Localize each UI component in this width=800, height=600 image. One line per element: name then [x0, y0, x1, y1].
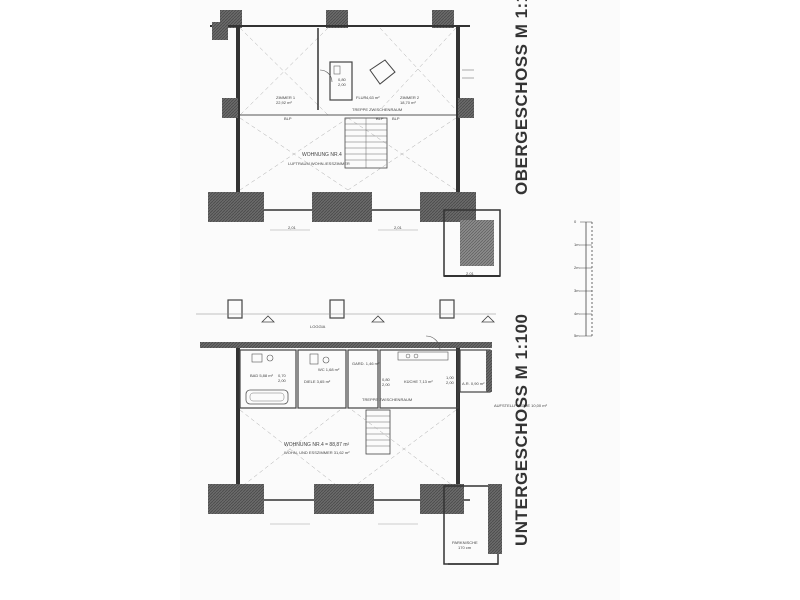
lower-bad-label: BAD 5,88 m² [250, 373, 273, 378]
lower-floor-plan [196, 299, 502, 565]
lower-dim-b: 2,00 [278, 378, 286, 383]
lower-wc-label: WC 1,68 m² [318, 367, 340, 372]
lower-floor-title: UNTERGESCHOSS M 1:100 [512, 313, 531, 547]
lower-diele-label: DIELE 3,65 m² [304, 379, 331, 384]
upper-chimney-mid [326, 10, 348, 28]
upper-chimney-right [432, 10, 454, 28]
scale-tick-3: 3m [574, 288, 580, 293]
lower-loggia-label: LOGGIA [310, 324, 326, 329]
lower-dim-e: 1,00 [446, 375, 454, 380]
upper-room1-area: 22,92 m² [276, 100, 292, 105]
scale-tick-1: 1m [574, 242, 580, 247]
upper-pier-3 [420, 192, 476, 222]
upper-floor-plan [208, 10, 501, 277]
lower-staircase [365, 409, 391, 455]
lower-dim-f: 2,00 [446, 380, 454, 385]
lower-parking-area: 170 cm [458, 545, 472, 550]
scale-tick-2: 2m [574, 265, 580, 270]
upper-floor-title: OBERGESCHOSS M 1:100 [512, 0, 531, 195]
upper-room2-area: 18,70 m² [400, 100, 416, 105]
lower-unit-label: WOHNUNG NR.4 = 88,87 m² [284, 442, 350, 448]
upper-flur-area: 4,63 m² [366, 95, 380, 100]
lower-stair-note: TREPPE ZWISCHENRAUM [362, 397, 413, 402]
upper-pier-1 [208, 192, 264, 222]
upper-stair-note: TREPPE ZWISCHENRAUM [352, 107, 403, 112]
upper-unit-label: WOHNUNG NR.4 [302, 152, 342, 158]
upper-bath-dim2: 2,00 [338, 82, 346, 87]
upper-unit-sub: LUFTRAUM WOHN-/ESSZIMMER [288, 161, 350, 166]
lower-ankl-label: GARD. 1,46 m² [352, 361, 380, 366]
lower-dim-a: 0,70 [278, 373, 286, 378]
lower-pier-1 [208, 484, 264, 514]
upper-dim-2: 2,01 [394, 225, 402, 230]
lower-dim-c: 0,80 [382, 377, 390, 382]
scale-tick-5: 5m [574, 333, 580, 338]
upper-staircase [344, 117, 388, 169]
lower-side-note: AUFSTELLFLÄCHE 10,00 m² [494, 403, 547, 408]
scale-bar [580, 221, 593, 337]
upper-flur-label: FLUR [356, 95, 367, 100]
upper-tag-1: BLP [284, 116, 292, 121]
scale-tick-0: 0 [574, 219, 577, 224]
lower-ab-label: A.R. 0,90 m² [462, 381, 485, 386]
lower-dim-d: 2,00 [382, 382, 390, 387]
lower-kueche-label: KÜCHE 7,13 m² [404, 379, 433, 384]
lower-parking-label: PARKNISCHE [452, 540, 478, 545]
upper-room1-label: ZIMMER 1 [276, 95, 296, 100]
upper-pier-2 [312, 192, 372, 222]
lower-pier-2 [314, 484, 374, 514]
upper-tag-3: BLP [376, 116, 384, 121]
upper-dim-3: 2,01 [466, 271, 474, 276]
lower-pier-3 [420, 484, 464, 514]
upper-tag-2: BLP [392, 116, 400, 121]
scale-tick-4: 4m [574, 311, 580, 316]
upper-bath-dim: 0,80 [338, 77, 346, 82]
upper-dim-1: 2,01 [288, 225, 296, 230]
lower-unit-sub: WOHN- UND ESSZIMMER 31,62 m² [284, 450, 350, 455]
upper-room2-label: ZIMMER 2 [400, 95, 420, 100]
